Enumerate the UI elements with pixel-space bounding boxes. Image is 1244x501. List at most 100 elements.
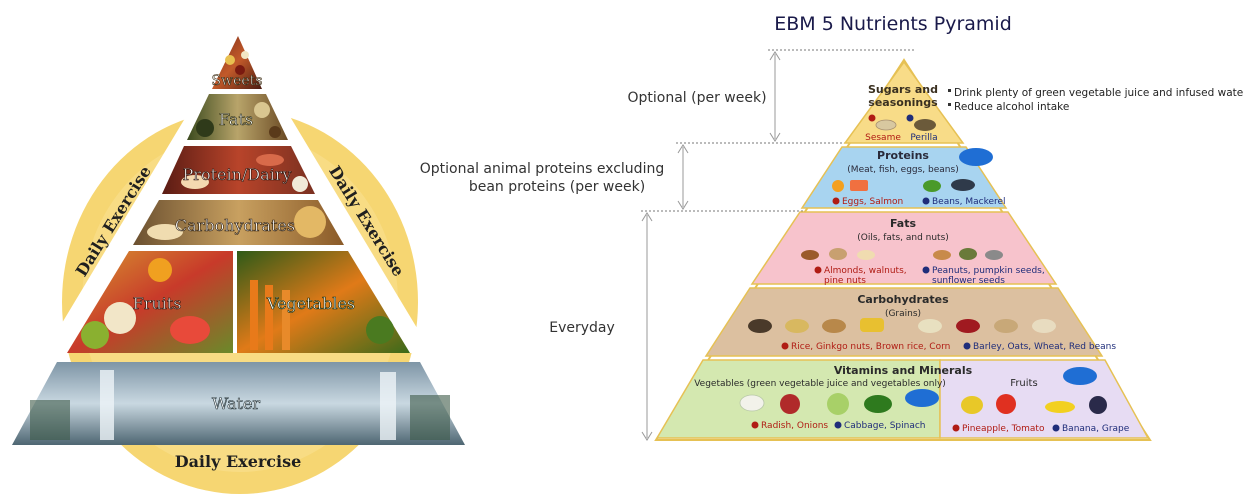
tier-carbohydrates-ebm: Carbohydrates (Grains) Rice, Ginkgo nuts… bbox=[704, 287, 1116, 357]
sugars-item-b: Perilla bbox=[910, 133, 937, 143]
peanuts-icon bbox=[933, 250, 951, 260]
bullet-red-icon-2 bbox=[832, 197, 840, 205]
brown-rice-icon bbox=[822, 319, 846, 333]
oats-icon bbox=[956, 319, 980, 333]
label-optional-week: Optional (per week) bbox=[627, 90, 766, 106]
tier-carbohydrates: Carbohydrates bbox=[133, 200, 344, 245]
bullet-red-icon bbox=[868, 114, 876, 122]
beans-icon bbox=[923, 180, 941, 192]
tier-label-fruits: Fruits bbox=[133, 294, 182, 313]
sugars-item-a: Sesame bbox=[865, 133, 901, 143]
carbs-item-b: Barley, Oats, Wheat, Red beans bbox=[973, 342, 1116, 352]
bullet-red-icon-6 bbox=[952, 424, 960, 432]
arrow-optional-week bbox=[769, 51, 781, 142]
label-optional-animal-line2: bean proteins (per week) bbox=[469, 179, 645, 195]
ginkgo-icon bbox=[785, 319, 809, 333]
tier-fruits: Fruits bbox=[67, 251, 233, 353]
vitamins-item-b: Cabbage, Spinach bbox=[844, 421, 926, 431]
grape-icon bbox=[1089, 396, 1107, 414]
proteins-item-a: Eggs, Salmon bbox=[842, 197, 903, 207]
tier-vitamins: Vitamins and Minerals Vegetables (green … bbox=[655, 359, 1150, 439]
corn-icon bbox=[860, 318, 884, 332]
tier-label-water: Water bbox=[212, 394, 260, 413]
tier-sugars: Sugars and seasonings Sesame Perilla bbox=[843, 60, 965, 144]
food-pyramid-left: Sweets Fats Protein/Dairy Carbohydrates … bbox=[12, 30, 465, 494]
pineapple-icon bbox=[961, 396, 983, 414]
fats-item-a-line1: Almonds, walnuts, bbox=[824, 266, 907, 276]
bullet-red-icon-5 bbox=[751, 421, 759, 429]
sugars-title-line2: seasonings bbox=[868, 96, 938, 109]
highlight-bubble-icon bbox=[959, 148, 993, 166]
sesame-icon bbox=[875, 119, 897, 131]
radish-icon bbox=[739, 394, 765, 412]
proteins-item-b: Beans, Mackerel bbox=[932, 197, 1006, 207]
carbs-title: Carbohydrates bbox=[857, 293, 949, 306]
fats-subtitle: (Oils, fats, and nuts) bbox=[857, 233, 949, 243]
tier-label-sweets: Sweets bbox=[212, 73, 263, 89]
tier-sweets: Sweets bbox=[211, 36, 263, 89]
tier-water: Water bbox=[12, 362, 465, 445]
pyramid-title: EBM 5 Nutrients Pyramid bbox=[774, 13, 1012, 35]
bullet-red-icon-4 bbox=[781, 342, 789, 350]
tier-fats: Fats bbox=[187, 94, 288, 140]
bullet-blue-icon-6 bbox=[1052, 424, 1060, 432]
vitamins-veg-label: Vegetables (green vegetable juice and ve… bbox=[694, 379, 946, 389]
bullet-blue-icon-4 bbox=[963, 342, 971, 350]
barley-icon bbox=[918, 319, 942, 333]
pumpkin-seeds-icon bbox=[959, 248, 977, 260]
vitamins-item-a: Radish, Onions bbox=[761, 421, 828, 431]
tier-label-carbohydrates: Carbohydrates bbox=[175, 216, 295, 235]
bullet-blue-icon bbox=[906, 114, 914, 122]
bullet-blue-icon-3 bbox=[922, 266, 930, 274]
vitamins-title: Vitamins and Minerals bbox=[834, 364, 973, 377]
carbs-subtitle: (Grains) bbox=[885, 309, 921, 319]
bullet-blue-icon-2 bbox=[922, 197, 930, 205]
fats-item-a-line2: pine nuts bbox=[824, 276, 866, 286]
notes-list: Drink plenty of green vegetable juice an… bbox=[948, 87, 1244, 113]
carbs-item-a: Rice, Ginkgo nuts, Brown rice, Corn bbox=[791, 342, 950, 352]
tier-proteins: Proteins (Meat, fish, eggs, beans) Eggs,… bbox=[800, 146, 1008, 209]
arrow-everyday bbox=[641, 212, 653, 441]
fats-item-b-line1: Peanuts, pumpkin seeds, bbox=[932, 266, 1045, 276]
highlight-bubble-icon-2 bbox=[905, 389, 939, 407]
egg-icon bbox=[832, 180, 844, 192]
sunflower-seeds-icon bbox=[985, 250, 1003, 260]
walnuts-icon bbox=[829, 248, 847, 260]
note-1: Drink plenty of green vegetable juice an… bbox=[954, 87, 1244, 99]
label-everyday: Everyday bbox=[549, 320, 615, 336]
wheat-icon bbox=[994, 319, 1018, 333]
banana-icon bbox=[1045, 401, 1075, 413]
note-2: Reduce alcohol intake bbox=[954, 101, 1069, 113]
vitamins-fruits-label: Fruits bbox=[1010, 378, 1037, 389]
highlight-bubble-icon-3 bbox=[1063, 367, 1097, 385]
label-optional-animal-line1: Optional animal proteins excluding bbox=[420, 161, 664, 177]
onion-icon bbox=[780, 394, 800, 414]
tier-label-fats: Fats bbox=[219, 110, 253, 129]
proteins-subtitle: (Meat, fish, eggs, beans) bbox=[847, 165, 958, 175]
tomato-icon bbox=[996, 394, 1016, 414]
tier-fats-ebm: Fats (Oils, fats, and nuts) Almonds, wal… bbox=[750, 211, 1058, 286]
tier-label-vegetables: Vegetables bbox=[266, 294, 355, 313]
tier-protein-dairy: Protein/Dairy bbox=[162, 146, 315, 194]
tier-label-protein-dairy: Protein/Dairy bbox=[183, 165, 292, 184]
cabbage-icon bbox=[827, 393, 849, 415]
sugars-title-line1: Sugars and bbox=[868, 83, 938, 96]
almonds-icon bbox=[801, 250, 819, 260]
spinach-icon bbox=[864, 395, 892, 413]
salmon-icon bbox=[850, 180, 868, 191]
tier-vegetables: Vegetables bbox=[237, 251, 410, 353]
ebm-pyramid: EBM 5 Nutrients Pyramid Optional (per we… bbox=[420, 13, 1244, 441]
fats-item-b-line2: sunflower seeds bbox=[932, 276, 1005, 286]
pine-nuts-icon bbox=[857, 250, 875, 260]
exercise-label-bottom: Daily Exercise bbox=[175, 452, 302, 471]
mackerel-icon bbox=[951, 179, 975, 191]
proteins-title: Proteins bbox=[877, 149, 929, 162]
fats-title: Fats bbox=[890, 217, 917, 230]
vitamins-item-d: Banana, Grape bbox=[1062, 424, 1130, 434]
red-beans-icon bbox=[1032, 319, 1056, 333]
vitamins-item-c: Pineapple, Tomato bbox=[962, 424, 1045, 434]
bullet-blue-icon-5 bbox=[834, 421, 842, 429]
bullet-red-icon-3 bbox=[814, 266, 822, 274]
perilla-icon bbox=[914, 119, 936, 131]
